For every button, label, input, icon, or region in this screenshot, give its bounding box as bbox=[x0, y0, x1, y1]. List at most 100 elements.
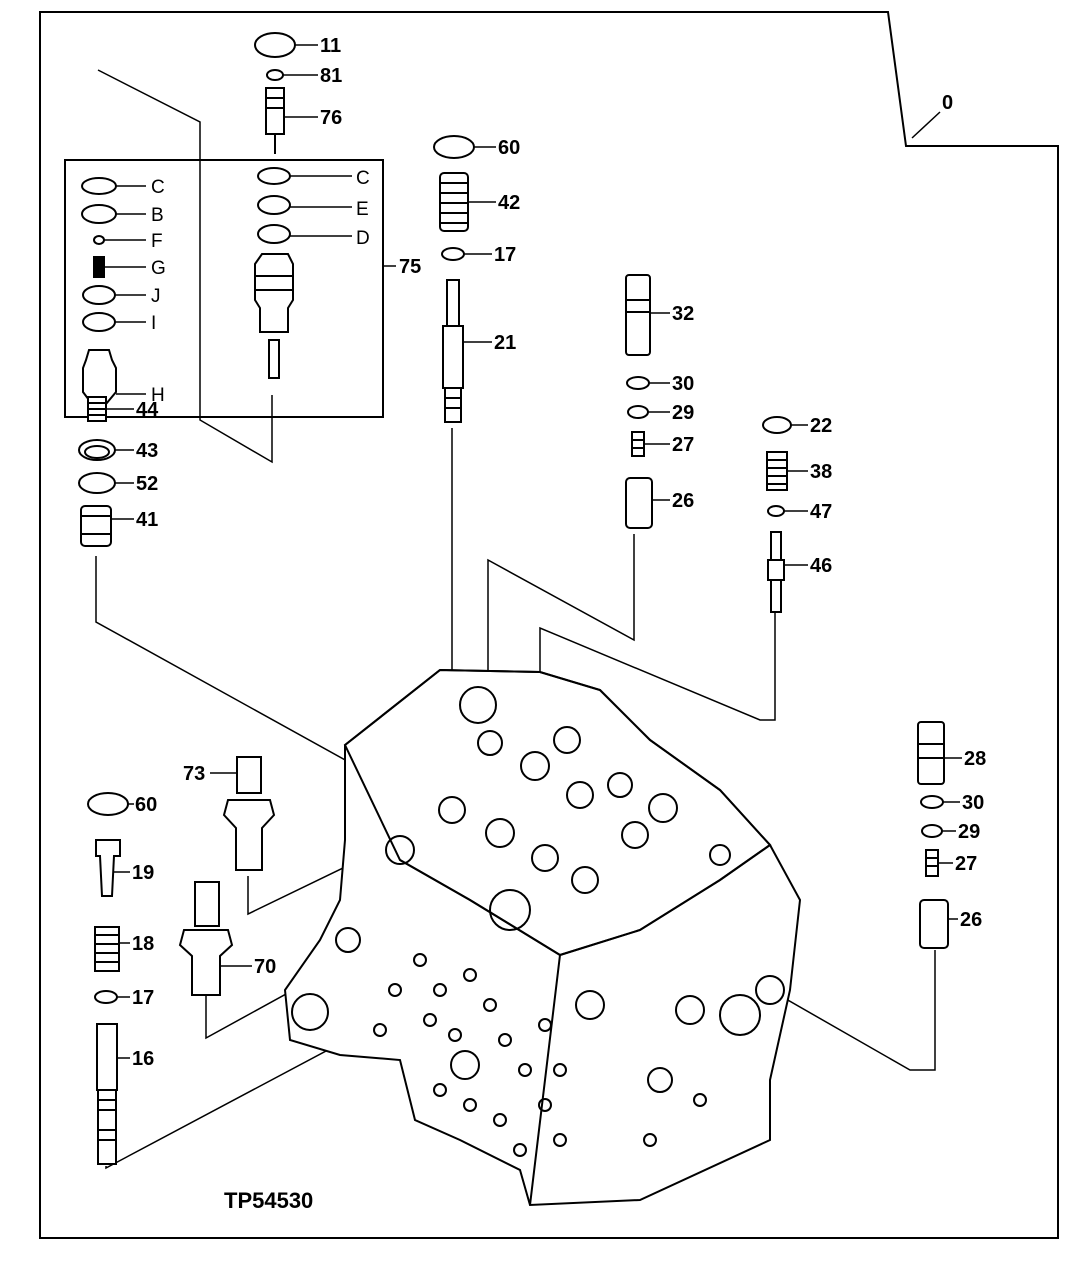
oring-J bbox=[82, 285, 116, 305]
part-29-b: 29 bbox=[921, 821, 980, 843]
callout-21: 21 bbox=[494, 332, 516, 354]
port-left-1 bbox=[291, 993, 329, 1031]
callout-26-a: 26 bbox=[672, 490, 694, 512]
oring-30-a bbox=[626, 376, 650, 390]
callout-46: 46 bbox=[810, 555, 832, 577]
poppet-26-b bbox=[919, 899, 949, 949]
kit-letter-B: B bbox=[151, 205, 164, 226]
callout-22: 22 bbox=[810, 415, 832, 437]
kit-letter-C-left: C bbox=[151, 177, 165, 198]
part-52: 52 bbox=[78, 472, 158, 495]
part-16: 16 bbox=[96, 1023, 154, 1165]
valve-cartridge bbox=[254, 253, 294, 333]
oring-I bbox=[82, 312, 116, 332]
callout-43: 43 bbox=[136, 440, 158, 462]
part-41: 41 bbox=[80, 505, 158, 547]
port-top-4 bbox=[553, 726, 581, 754]
cap-19 bbox=[95, 839, 121, 897]
part-60-top: 60 bbox=[433, 135, 520, 159]
callout-70: 70 bbox=[254, 956, 276, 978]
valve-stem bbox=[268, 339, 280, 379]
port-front-6 bbox=[755, 975, 785, 1005]
callout-17-top: 17 bbox=[494, 244, 516, 266]
port-top-3 bbox=[520, 751, 550, 781]
valve-block-side-face bbox=[559, 844, 771, 956]
part-28: 28 bbox=[917, 721, 986, 785]
callout-30-a: 30 bbox=[672, 373, 694, 395]
callout-29-b: 29 bbox=[958, 821, 980, 843]
oring-F bbox=[93, 235, 105, 245]
port-front-1 bbox=[450, 1050, 480, 1080]
callout-76: 76 bbox=[320, 107, 342, 129]
port-left-3 bbox=[385, 835, 415, 865]
port-front-4 bbox=[719, 994, 761, 1036]
port-top-6 bbox=[607, 772, 633, 798]
relief-valve-70-body bbox=[178, 929, 234, 996]
washer-17-top bbox=[441, 247, 465, 261]
kit-letter-I: I bbox=[151, 313, 156, 334]
spring-27-b bbox=[925, 849, 939, 877]
part-42: 42 bbox=[439, 172, 520, 232]
part-11: 11 bbox=[254, 32, 341, 58]
oring-E bbox=[257, 195, 291, 215]
port-top-10 bbox=[531, 844, 559, 872]
part-76: 76 bbox=[265, 87, 342, 154]
part-26-a: 26 bbox=[625, 477, 694, 529]
callout-27-a: 27 bbox=[672, 434, 694, 456]
spring-18 bbox=[94, 926, 120, 972]
port-front-5 bbox=[647, 1067, 673, 1093]
callout-52: 52 bbox=[136, 473, 158, 495]
kit-75-group: 75 bbox=[64, 159, 421, 418]
callout-17-bottom: 17 bbox=[132, 987, 154, 1009]
callout-28: 28 bbox=[964, 748, 986, 770]
valve-block-outline bbox=[283, 668, 802, 1207]
callout-44: 44 bbox=[136, 399, 159, 421]
callout-27-b: 27 bbox=[955, 853, 977, 875]
plug-28 bbox=[917, 721, 945, 785]
oring-60-bottom bbox=[87, 792, 129, 816]
callout-81: 81 bbox=[320, 65, 342, 87]
port-top-5 bbox=[566, 781, 594, 809]
part-17-bottom: 17 bbox=[94, 987, 154, 1009]
callout-73: 73 bbox=[183, 763, 205, 785]
kit-letter-H: H bbox=[151, 385, 165, 406]
kit-right-column: C E D bbox=[254, 167, 370, 379]
part-73: 73 bbox=[183, 756, 276, 871]
kit-letter-E: E bbox=[356, 199, 369, 220]
part-26-b: 26 bbox=[919, 899, 982, 949]
part-30-b: 30 bbox=[920, 792, 984, 814]
relief-valve-70-head bbox=[194, 881, 220, 927]
spool-21-body bbox=[442, 325, 464, 389]
oring-C-right bbox=[257, 167, 291, 185]
oring-60-top bbox=[433, 135, 475, 159]
control-valve-block bbox=[283, 668, 802, 1207]
callout-30-b: 30 bbox=[962, 792, 984, 814]
washer-17-bottom bbox=[94, 990, 118, 1004]
kit-left-column: C B F G J I H bbox=[81, 177, 166, 406]
oring-B bbox=[81, 204, 117, 224]
plug-32 bbox=[625, 274, 651, 356]
diagram-frame bbox=[39, 11, 1059, 1239]
port-top-9 bbox=[485, 818, 515, 848]
part-46: 46 bbox=[767, 531, 832, 613]
plug-H bbox=[82, 349, 117, 405]
port-top-13 bbox=[709, 844, 731, 866]
port-top-12 bbox=[621, 821, 649, 849]
spring-27-a bbox=[631, 431, 645, 457]
valve-block-front-face bbox=[399, 859, 562, 1206]
poppet-26-a bbox=[625, 477, 653, 529]
spool-16-body bbox=[96, 1023, 118, 1091]
oring-29-b bbox=[921, 824, 943, 838]
part-70: 70 bbox=[178, 881, 276, 996]
port-top-1 bbox=[459, 686, 497, 724]
kit-letter-C-right: C bbox=[356, 168, 370, 189]
kit-letter-G: G bbox=[151, 258, 166, 279]
callout-42: 42 bbox=[498, 192, 520, 214]
callout-29-a: 29 bbox=[672, 402, 694, 424]
callout-26-b: 26 bbox=[960, 909, 982, 931]
assembly-leader bbox=[911, 111, 941, 139]
callout-41: 41 bbox=[136, 509, 158, 531]
oring-22 bbox=[762, 416, 792, 434]
